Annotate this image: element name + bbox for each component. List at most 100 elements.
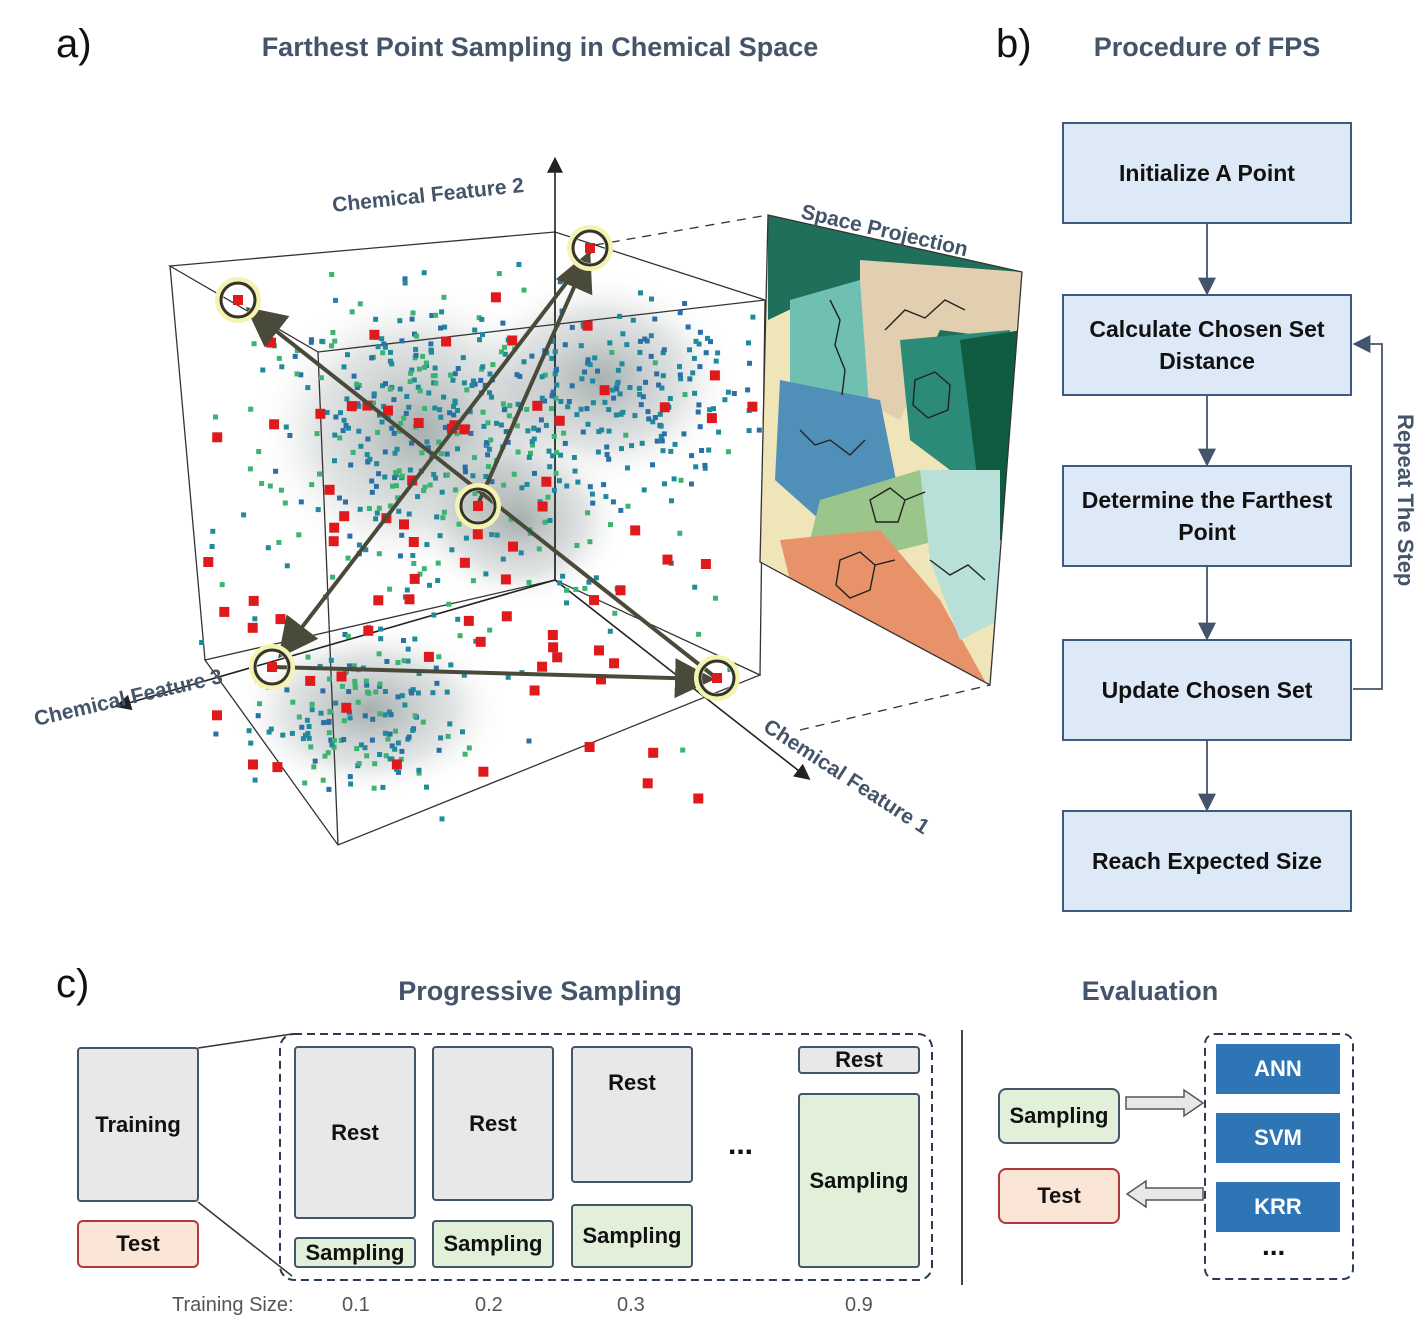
sample-point [562, 440, 568, 446]
sample-point [419, 450, 425, 456]
sample-point [333, 700, 339, 706]
sample-point [677, 372, 683, 378]
sample-point [414, 333, 420, 339]
sample-point [413, 346, 419, 352]
sample-point [326, 676, 332, 682]
sample-point [518, 550, 524, 556]
sample-point [461, 672, 467, 678]
sample-point [376, 551, 382, 557]
sample-point [435, 560, 441, 566]
sample-point [280, 732, 286, 738]
sample-point [535, 427, 541, 433]
sample-point [477, 337, 482, 343]
sample-point [756, 427, 762, 433]
sample-point [219, 582, 225, 588]
sample-point [654, 371, 660, 377]
sample-point [722, 397, 728, 403]
sample-point [660, 448, 666, 454]
sample-point [421, 270, 427, 276]
sample-point [305, 385, 311, 391]
data-points [199, 262, 762, 822]
sample-point [302, 780, 308, 786]
sample-point [703, 350, 709, 356]
fps-selected-point [490, 292, 501, 303]
sample-point [593, 575, 599, 581]
sample-point [364, 452, 370, 458]
sample-point [387, 386, 393, 392]
sample-point [383, 753, 389, 759]
sample-point [557, 279, 563, 285]
sample-point [619, 361, 625, 367]
fps-selected-point [212, 710, 222, 721]
fps-selected-point [266, 337, 276, 348]
sample-point [442, 324, 448, 330]
rest-box-2: Rest [432, 1046, 554, 1201]
training-box: Training [77, 1047, 199, 1202]
sample-point [345, 555, 351, 561]
sample-point [267, 483, 273, 489]
fps-selected-point [541, 476, 552, 487]
sample-point [389, 743, 395, 749]
sample-point [329, 742, 335, 748]
sample-point [420, 353, 426, 359]
sample-point [551, 433, 557, 439]
sample-point [607, 340, 613, 346]
sample-point [519, 485, 525, 491]
sample-point [454, 431, 460, 437]
sample-point [558, 452, 564, 458]
sample-point [507, 403, 513, 409]
fps-selected-point [747, 401, 758, 412]
sample-point [319, 338, 325, 344]
sample-point [654, 438, 660, 444]
sample-point [358, 742, 364, 748]
sample-point [437, 533, 443, 539]
sample-point [502, 351, 508, 357]
sample-point [455, 408, 460, 413]
sample-point [689, 481, 694, 487]
sample-point [305, 654, 311, 660]
sample-point [494, 420, 499, 426]
sample-point [387, 756, 393, 762]
fps-selected-point [472, 529, 483, 540]
sample-point [562, 342, 568, 348]
sample-point [476, 315, 482, 321]
sample-point [365, 459, 371, 465]
sample-point [392, 746, 398, 752]
sample-point [445, 733, 451, 739]
sample-point [356, 403, 362, 409]
sample-point [483, 474, 489, 479]
sample-point [409, 440, 415, 446]
sample-point [410, 727, 416, 733]
sample-point [265, 545, 271, 551]
sample-point [390, 483, 395, 489]
sample-point [340, 428, 346, 434]
fps-selected-point [212, 432, 223, 443]
sample-point [539, 374, 545, 380]
fps-selected-point [706, 413, 717, 424]
sample-point [450, 377, 456, 383]
sample-point [210, 528, 216, 534]
sample-point [607, 628, 613, 634]
sample-point [391, 430, 397, 436]
sample-point [485, 420, 491, 426]
sample-point [356, 761, 362, 766]
sample-point [409, 690, 415, 696]
fps-selected-point [648, 747, 659, 758]
sample-point [696, 631, 702, 637]
fps-selected-point [552, 652, 563, 663]
sample-point [551, 487, 557, 493]
sample-point [557, 580, 563, 586]
space-projection-plane [759, 214, 1023, 687]
sample-point [693, 338, 699, 344]
sample-point [508, 516, 514, 522]
sample-point [467, 409, 473, 415]
sample-point [713, 358, 719, 364]
sampling-box-4: Sampling [798, 1093, 920, 1268]
sample-point [573, 586, 579, 592]
eval-sampling-box: Sampling [998, 1088, 1120, 1144]
sample-point [294, 348, 300, 354]
sample-point [376, 651, 382, 657]
sample-point [501, 407, 507, 413]
training-size-2: 0.2 [475, 1294, 503, 1316]
sample-point [678, 376, 684, 382]
